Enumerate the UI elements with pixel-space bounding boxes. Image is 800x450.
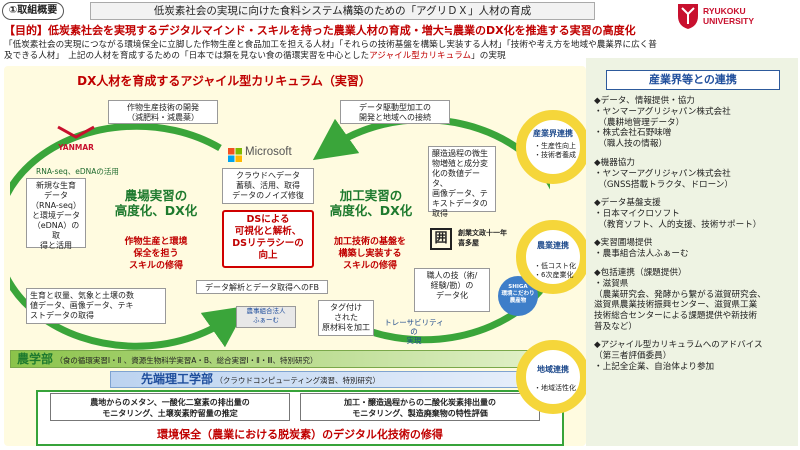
microsoft-text: Microsoft [245, 146, 292, 158]
box-biodata: 新規な生育 データ （RNA-seq） と環境データ （eDNA）の取 得と活用 [26, 178, 86, 250]
industry-partnership: ◆包括連携（課題提供） ・滋賀県 （農業研究会、発酵から繋がる滋賀研究会、 滋賀… [594, 268, 766, 332]
industry-equipment: ◆機器協力 ・ヤンマーアグリジャパン株式会社 （GNSS搭載トラクタ、ドローン） [594, 158, 733, 190]
kitaya-logo: 囲 創業文政十一年 喜多屋 [430, 226, 530, 252]
eng-dept-bar: 先端理工学部 （クラウドコンピューティング演習、特別研究） [110, 371, 570, 388]
yanmar-text: YANMAR [58, 143, 94, 152]
yanmar-mark-icon [57, 125, 95, 139]
ring-region-items: ・地域活性化 [534, 384, 576, 392]
desc-highlight: アジャイル型カリキュラム [369, 51, 472, 61]
ring-industry [516, 110, 590, 184]
bottom-box-farm: 農地からのメタン、一酸化二窒素の排出量の モニタリング、土壌炭素貯留量の推定 [50, 393, 290, 421]
box-cloud: クラウドへデータ 蓄積、活用、取得 データのノイズ修復 [222, 168, 314, 204]
eng-dept-courses: （クラウドコンピューティング演習、特別研究） [215, 376, 380, 385]
box-growth-data: 生育と収量、気象と土壌の数 値データ、画像データ、テキ ストデータの取得 [26, 288, 166, 324]
ring-agriculture-items: ・低コスト化 ・6次産業化 [534, 262, 576, 279]
kitaya-name: 創業文政十一年 喜多屋 [458, 229, 507, 247]
kitaya-mark-icon: 囲 [430, 228, 452, 250]
ryukoku-mark-icon [678, 4, 698, 29]
processing-practice-skill: 加工技術の基盤を 構築し実装する スキルの修得 [333, 237, 406, 271]
industry-field: ◆実習圃場提供 ・農事組合法人ふぁーむ [594, 238, 689, 259]
box-feedback: データ解析とデータ取得へのFB [196, 280, 328, 294]
agri-dept-name: 農学部 [17, 352, 54, 366]
ring-agriculture-title: 農業連携 [537, 241, 569, 250]
logo-text-2: UNIVERSITY [703, 16, 755, 26]
logo-text-1: RYUKOKU [703, 6, 746, 16]
ring-agriculture [516, 220, 590, 294]
industry-data: ◆データ、情報提供・協力 ・ヤンマーアグリジャパン株式会社 （農耕地管理データ）… [594, 96, 731, 150]
ryukoku-logo: RYUKOKU UNIVERSITY [676, 2, 796, 32]
page-title: 低炭素社会の実現に向けた食料システム構築のための「アグリＤＸ」人材の育成 [90, 2, 595, 20]
agri-dept-courses: （食の循環実習Ⅰ・Ⅱ 、資源生物科学実習A・B、総合実習Ⅰ・Ⅱ・Ⅲ、特別研究） [55, 356, 318, 365]
industry-title: 産業界等との連携 [606, 70, 780, 90]
box-craft-data: 職人の技（術/ 経験/勘）の データ化 [414, 268, 490, 312]
curriculum-title: DX人材を育成するアジャイル型カリキュラム（実習） [77, 74, 371, 88]
box-crop-development: 作物生産技術の開発 （減肥料・減農薬） [108, 100, 218, 124]
traceability-label: トレーサビリティの 実現 [384, 318, 444, 345]
box-tagged-materials: タグ付け された 原材料を加工 [318, 300, 374, 336]
industry-panel [586, 58, 798, 446]
microsoft-mark-icon [228, 148, 242, 162]
ds-literacy-box: DSによる 可視化と解析、 DSリテラシーの 向上 [222, 210, 314, 268]
section-tag: ①取組概要 [2, 2, 64, 20]
agri-dept-bar: 農学部 （食の循環実習Ⅰ・Ⅱ 、資源生物科学実習A・B、総合実習Ⅰ・Ⅱ・Ⅲ、特別… [10, 350, 570, 368]
ring-region [516, 340, 590, 414]
rna-label: RNA-seq、eDNAの活用 [36, 167, 119, 176]
bottom-box-processing: 加工・醸造過程からの二酸化炭素排出量の モニタリング、製造廃棄物の特性評価 [300, 393, 540, 421]
farm-coop-tag: 農事組合法人 ふぁーむ [236, 306, 296, 328]
purpose-statement: 【目的】低炭素社会を実現するデジタルマインド・スキルを持った農業人材の育成・増大… [4, 24, 636, 37]
box-brewing-data: 醸造過程の微生 物増殖と成分変 化の数値データ、 画像データ、テ キストデータの… [428, 146, 496, 218]
farm-practice-skill: 作物生産と環境 保全を担う スキルの修得 [124, 237, 188, 271]
box-data-processing: データ駆動型加工の 開発と地域への接続 [340, 100, 450, 124]
farm-practice-title: 農場実習の 高度化、DX化 [114, 188, 198, 218]
desc-line-1: 「低炭素社会の実現につながる環境保全に立脚した作物生産と食品加工を担える人材」「… [4, 40, 657, 50]
microsoft-logo: Microsoft [228, 146, 300, 164]
processing-practice-title: 加工実習の 高度化、DX化 [329, 188, 413, 218]
desc-line-2c: 」の実現 [471, 51, 506, 61]
ring-industry-items: ・生産性向上 ・技術者養成 [534, 142, 576, 159]
desc-line-2a: 及できる人材」 上記の人材を育成するための「日本では類を見ない食の循環実習を中心… [4, 51, 370, 61]
yanmar-logo: YANMAR [56, 124, 96, 152]
description: 「低炭素社会の実現につながる環境保全に立脚した作物生産と食品加工を担える人材」「… [4, 40, 796, 62]
environment-title: 環境保全（農業における脱炭素）のデジタル化技術の修得 [157, 428, 443, 441]
industry-advice: ◆アジャイル型カリキュラムへのアドバイス （第三者評価委員） ・上記全企業、自治… [594, 340, 763, 372]
industry-data-platform: ◆データ基盤支援 ・日本マイクロソフト （教育ソフト、人的支援、技術サポート） [594, 198, 762, 230]
eng-dept-name: 先端理工学部 [141, 372, 214, 386]
ring-region-title: 地域連携 [537, 365, 569, 374]
ring-industry-title: 産業界連携 [533, 129, 573, 138]
